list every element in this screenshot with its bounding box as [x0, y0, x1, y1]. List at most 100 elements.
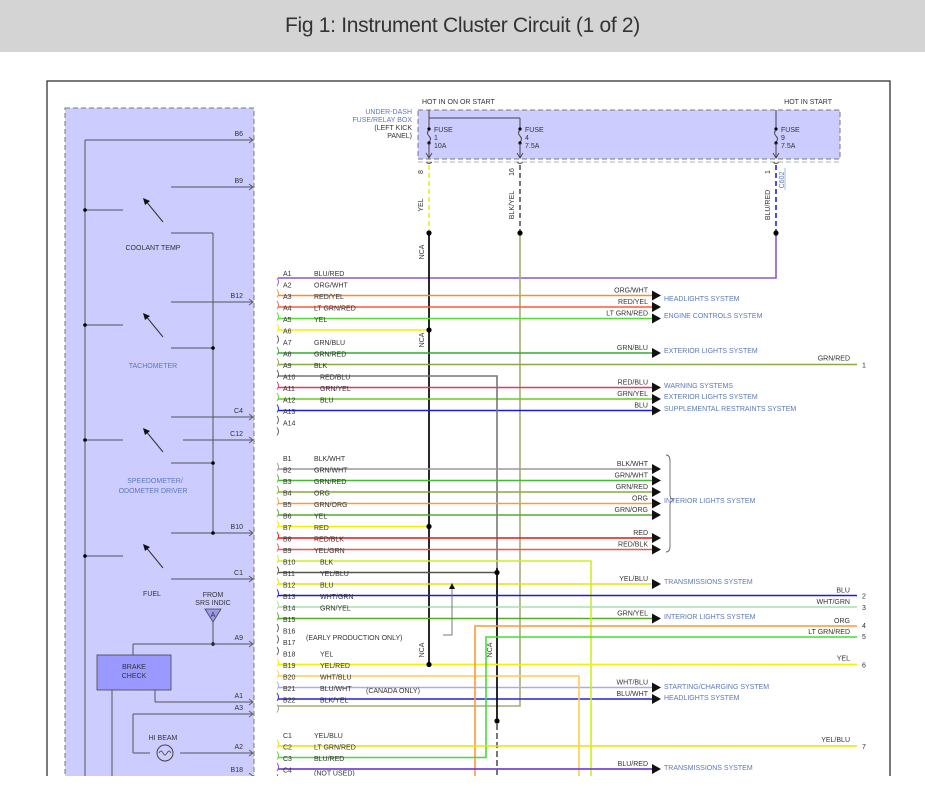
output-arrow-icon [248, 436, 254, 444]
connector-pin-icon [276, 751, 279, 760]
pin-label: A4 [283, 306, 292, 313]
connector-pin-icon [276, 462, 279, 472]
pin-label: B21 [283, 686, 296, 693]
system-label: INTERIOR LIGHTS SYSTEM [664, 498, 756, 505]
pin-label: B9 [283, 548, 292, 555]
off-page-ref: 3 [862, 605, 866, 612]
wire-label: YEL [314, 514, 327, 521]
connector-pin-icon [276, 646, 279, 656]
dest-wire-label: BLK/WHT [617, 461, 649, 468]
connector-pin-icon [276, 392, 279, 402]
output-arrow-icon [248, 749, 254, 757]
gauge-needle-icon [143, 198, 150, 205]
dest-wire-label: BLU/WHT [617, 691, 649, 698]
arrow-icon [652, 544, 661, 555]
brake-check-indicator [96, 654, 172, 691]
splice-dot [83, 554, 87, 558]
splice-dot [427, 127, 431, 131]
wire-label: WHT/GRN [320, 594, 353, 601]
splice-dot [426, 523, 432, 530]
fuse-box-label: (LEFT KICK [374, 125, 412, 132]
wire-b9 [278, 560, 592, 776]
fuse-box-label: UNDER-DASH [365, 109, 412, 116]
gauge-needle [144, 429, 164, 453]
dest-wire-label: GRN/YEL [617, 391, 648, 398]
fuse-name: FUSE [525, 127, 544, 134]
early-production-note: (EARLY PRODUCTION ONLY) [306, 635, 402, 642]
arrow-icon [652, 302, 661, 312]
pin-label: A5 [283, 317, 292, 324]
pin-label: A10 [283, 375, 296, 382]
wire-b22 [278, 233, 521, 707]
connector-pin-icon [276, 635, 279, 644]
dest-wire-label: ORG/WHT [614, 288, 649, 295]
wire-label: BLK/WHT [314, 456, 346, 463]
dest-wire-label: ORG [632, 496, 648, 503]
hi-beam-label: HI BEAM [149, 735, 178, 742]
fuse-pin-number: 1 [765, 170, 772, 174]
pin-label: B18 [283, 652, 296, 659]
nca-label: NCA [419, 642, 426, 657]
wire-label: (NOT USED) [314, 771, 355, 778]
connector-pin-icon [276, 704, 279, 713]
dest-wire-label: YEL/BLU [821, 737, 850, 744]
splice-dot [426, 327, 432, 333]
output-arrow-icon [248, 136, 254, 144]
pin-label: B8 [283, 537, 292, 544]
splice-dot [773, 230, 779, 236]
dest-wire-label: WHT/GRN [817, 599, 850, 606]
connector-pin-icon [276, 497, 279, 506]
pin-label: A11 [283, 386, 295, 393]
gauge-needle-icon [143, 544, 150, 551]
splice-dot [494, 569, 500, 576]
dest-wire-label: BLU/RED [618, 761, 648, 768]
system-label: STARTING/CHARGING SYSTEM [664, 684, 769, 691]
off-page-ref: 7 [862, 744, 866, 751]
wire-label: BLU/RED [314, 756, 344, 763]
pin-label: B11 [283, 571, 295, 578]
arrow-icon [652, 764, 661, 774]
dest-wire-label: RED/YEL [618, 299, 648, 306]
connector-pin-icon [276, 531, 279, 541]
pin-label: B20 [283, 675, 296, 682]
gauge-needle [144, 314, 164, 338]
brake-check-label: BRAKE [122, 664, 146, 671]
fuse-icon [427, 129, 431, 143]
early-production-lead [443, 588, 453, 636]
output-arrow-icon [248, 575, 254, 583]
hi-beam-bulb-icon [156, 744, 174, 762]
fuse-wire-color-label: BLU/RED [765, 190, 772, 220]
splice-dot [211, 461, 215, 465]
arrow-icon [652, 348, 661, 358]
connector-pin-icon [276, 566, 279, 575]
system-label: HEADLIGHTS SYSTEM [664, 296, 740, 303]
splice-dot [426, 230, 432, 236]
arrow-icon [652, 533, 661, 543]
arrow-up-icon [449, 583, 455, 589]
connector-id: C602 [779, 172, 786, 189]
wire-label: WHT/BLU [320, 675, 352, 682]
wire-label: BLK/YEL [320, 698, 349, 705]
output-arrow-icon [248, 698, 254, 706]
wire-label: RED/BLK [314, 537, 344, 544]
cluster-output-pin: A9 [234, 635, 243, 642]
wire-label: GRN/ORG [314, 502, 347, 509]
pin-label: A1 [283, 271, 292, 278]
fuse-name: FUSE [434, 127, 453, 134]
wire-ext-4 [474, 625, 857, 776]
wire-label: BLU [320, 398, 334, 405]
pin-label: C3 [283, 756, 292, 763]
pin-label: B1 [283, 456, 292, 463]
dest-wire-label: RED/BLU [618, 380, 648, 387]
splice-dot [774, 127, 778, 131]
system-label: HEADLIGHTS SYSTEM [664, 695, 740, 702]
canada-only-note: (CANADA ONLY) [366, 688, 420, 695]
splice-dot [83, 438, 87, 442]
gauge-label-coolant-temp: COOLANT TEMP [126, 245, 181, 252]
connector-pin-icon [276, 277, 279, 287]
pin-label: B2 [283, 468, 292, 475]
wire-label: ORG/WHT [314, 283, 349, 290]
connector-pin-icon [276, 692, 279, 702]
output-arrow-icon [248, 640, 254, 648]
connector-pin-icon [276, 404, 279, 413]
